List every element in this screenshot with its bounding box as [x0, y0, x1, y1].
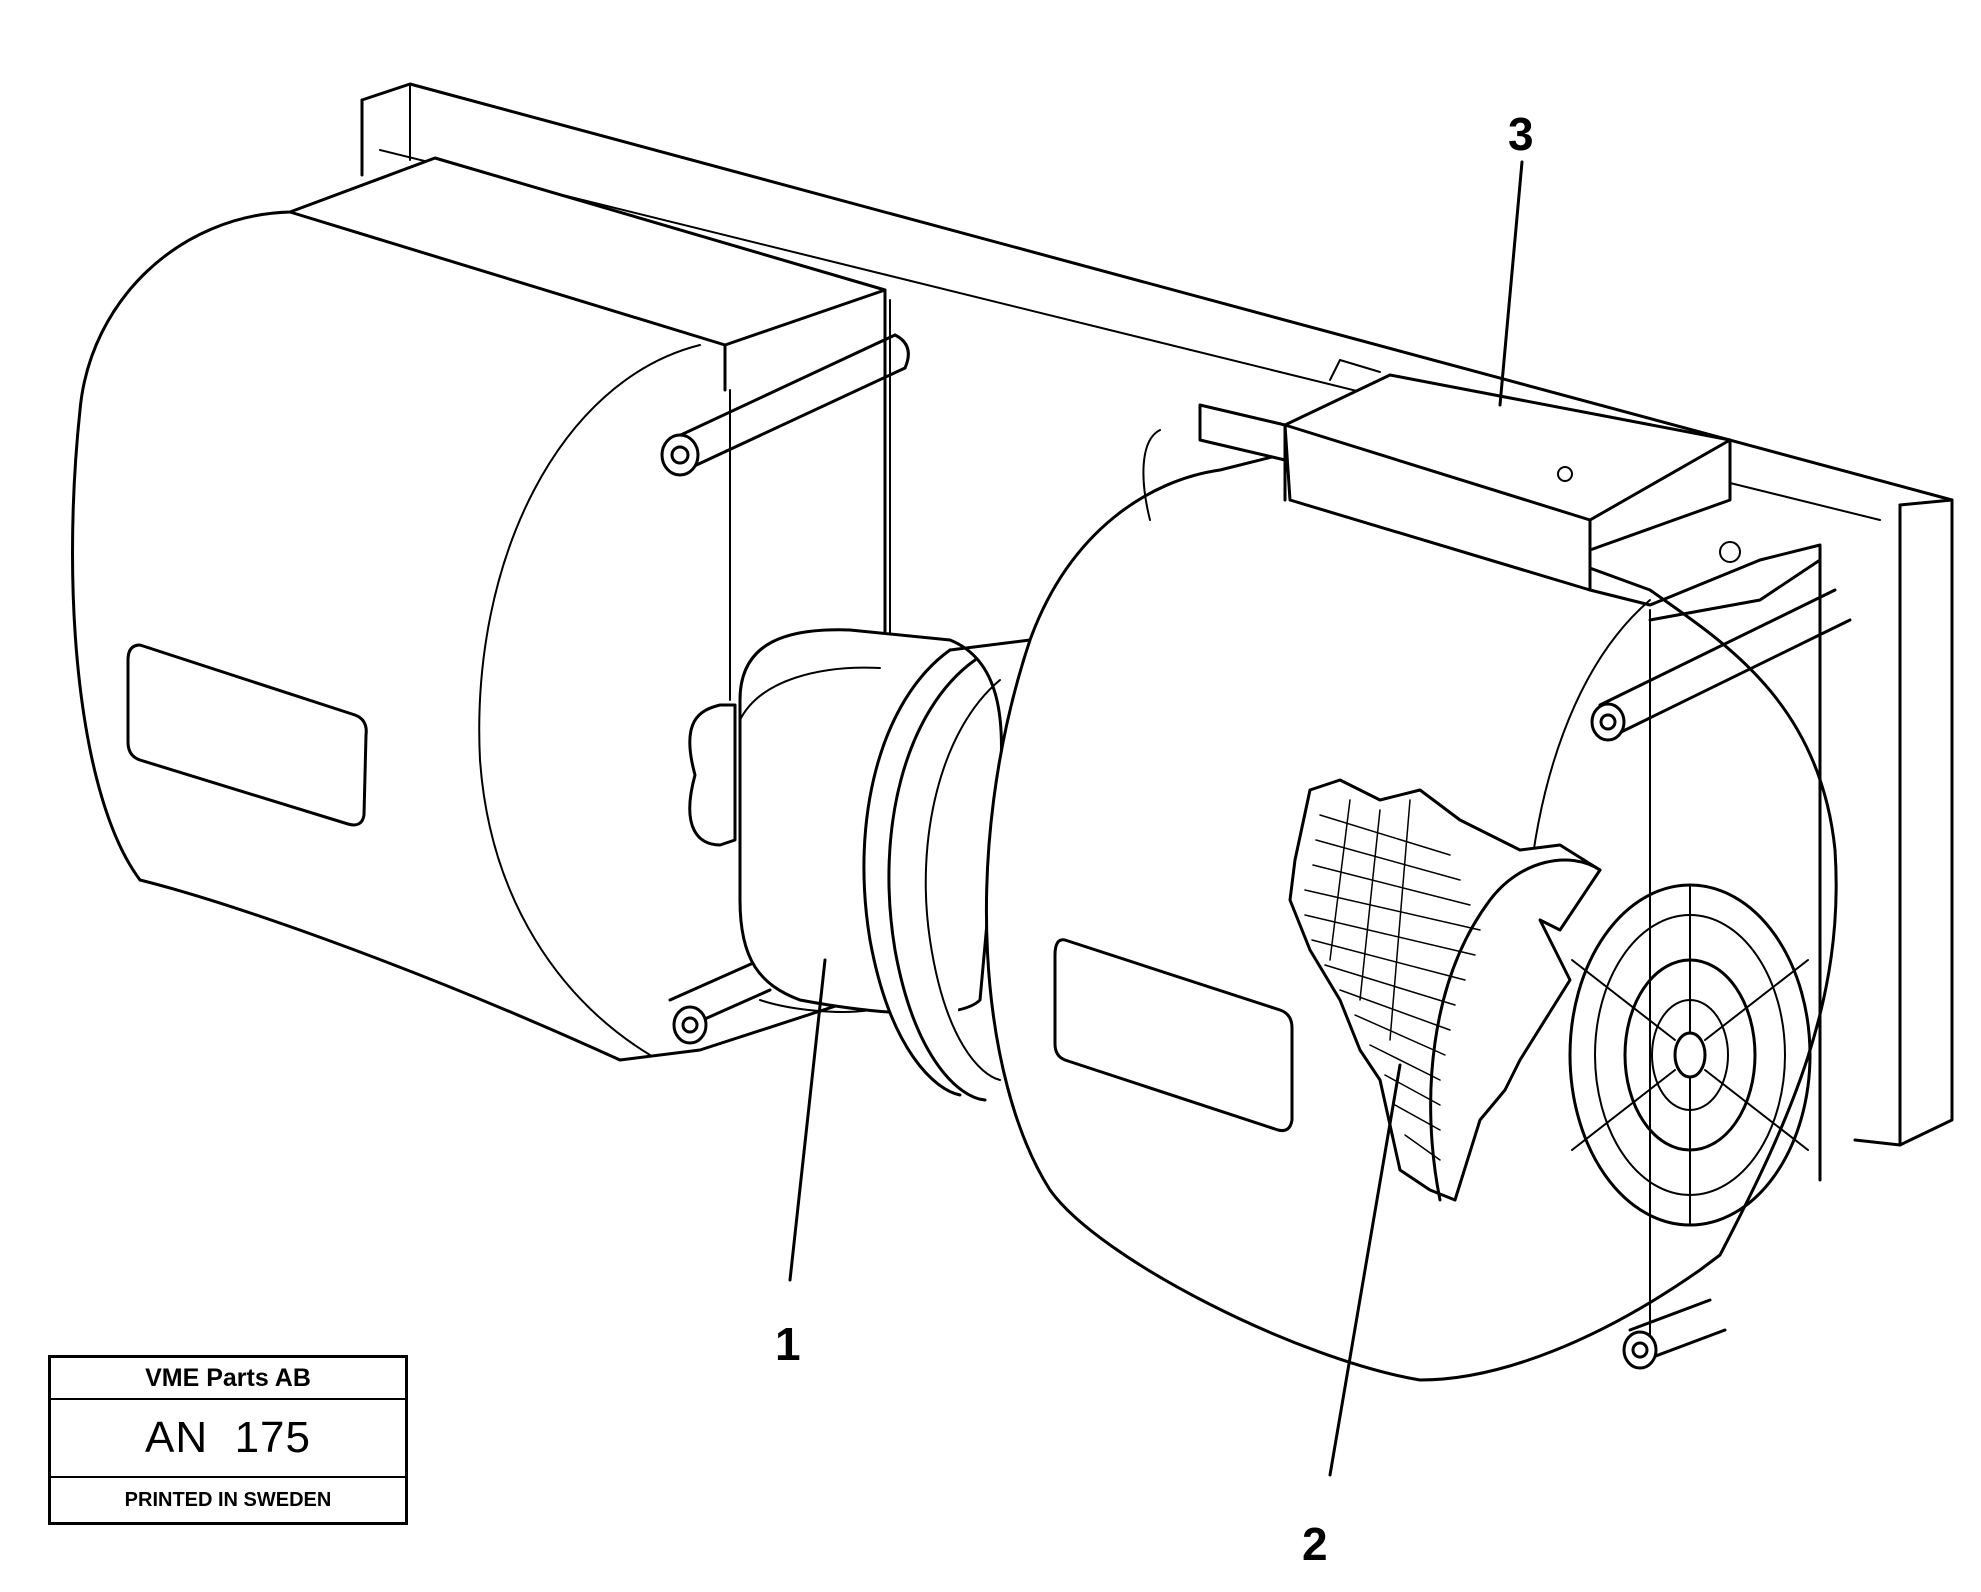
impeller-cutaway — [1288, 778, 1602, 1202]
title-block-drawing-code: AN 175 — [51, 1400, 405, 1478]
callout-1: 1 — [775, 1318, 801, 1370]
coupling-disc — [862, 638, 1032, 1102]
title-block-printed: PRINTED IN SWEDEN — [124, 1488, 332, 1511]
callout-leaders — [788, 160, 1524, 1477]
callout-2: 2 — [1302, 1518, 1328, 1570]
callout-3: 3 — [1508, 108, 1534, 160]
control-box — [1142, 359, 1822, 622]
inlet-grille — [1568, 883, 1812, 1227]
leader-line-1 — [788, 958, 827, 1282]
title-block-company: VME Parts AB — [51, 1358, 405, 1400]
left-blower-housing — [71, 156, 910, 1062]
leader-line-2 — [1328, 1063, 1402, 1477]
right-mounting-rods — [1590, 588, 1852, 1370]
title-block: VME Parts AB AN 175 PRINTED IN SWEDEN — [48, 1355, 408, 1525]
leader-line-3 — [1498, 160, 1524, 407]
